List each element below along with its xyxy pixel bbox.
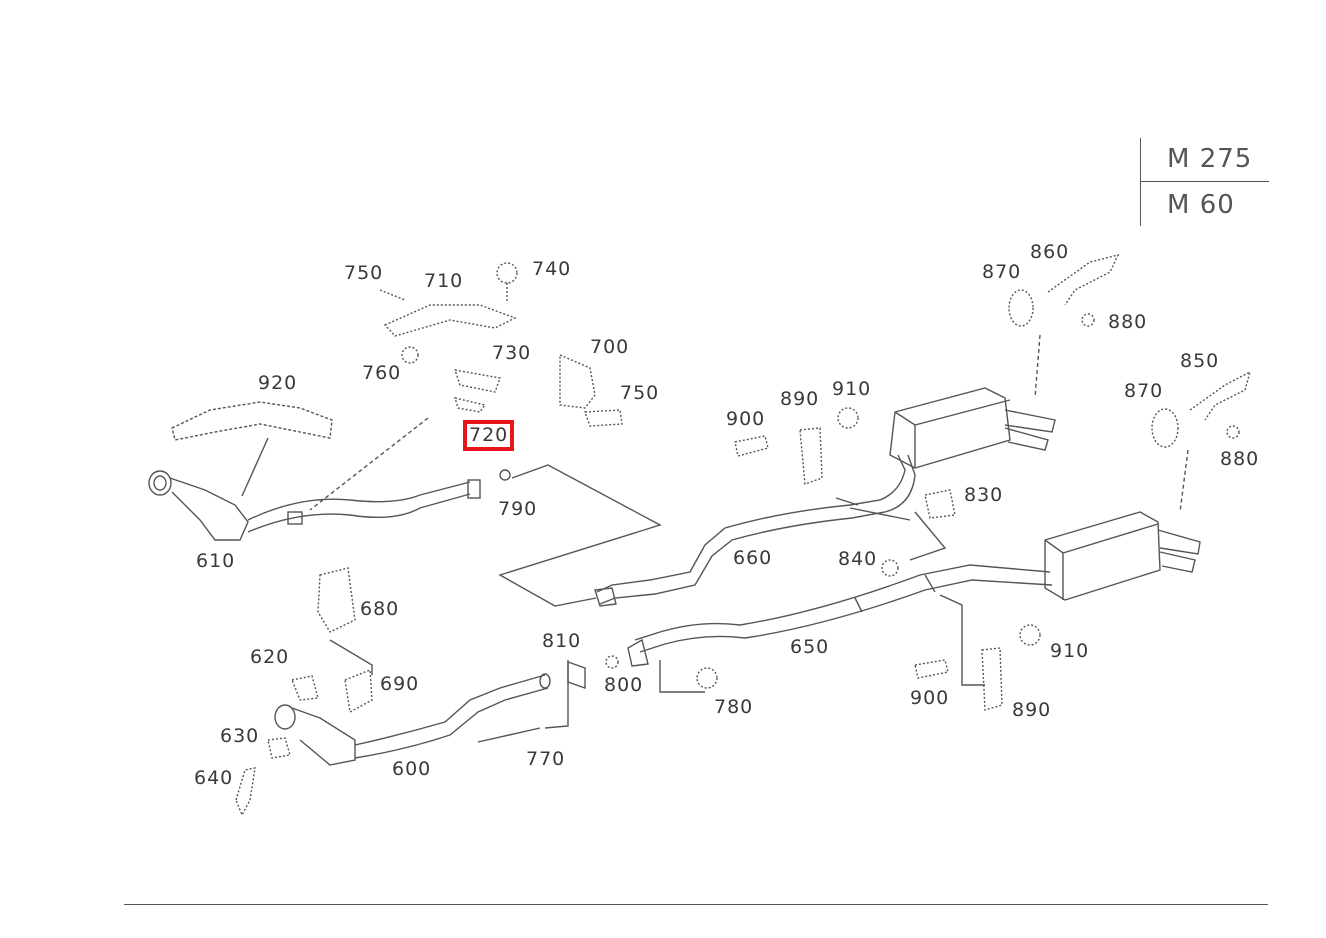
- leader-dashed-1: [309, 417, 429, 511]
- middle-pipe-650: [627, 564, 1053, 667]
- part-label-890[interactable]: 890: [780, 388, 820, 410]
- model-code-secondary: M 60: [1167, 190, 1235, 220]
- part-label-620[interactable]: 620: [250, 646, 290, 668]
- middle-pipe-660: [594, 454, 916, 607]
- part-790-ring: [499, 469, 511, 481]
- part-label-910-b[interactable]: 910: [1050, 640, 1090, 662]
- part-label-640[interactable]: 640: [194, 767, 234, 789]
- part-label-880-b[interactable]: 880: [1220, 448, 1260, 470]
- part-label-770[interactable]: 770: [526, 748, 566, 770]
- part-label-750[interactable]: 750: [344, 262, 384, 284]
- part-label-920[interactable]: 920: [258, 372, 298, 394]
- leader-790: [498, 464, 662, 607]
- part-label-900[interactable]: 900: [726, 408, 766, 430]
- part-label-710[interactable]: 710: [424, 270, 464, 292]
- part-label-840[interactable]: 840: [838, 548, 878, 570]
- model-code-primary: M 275: [1141, 144, 1269, 182]
- hanger-group-upper: [734, 253, 1252, 711]
- part-label-780[interactable]: 780: [714, 696, 754, 718]
- part-label-850[interactable]: 850: [1180, 350, 1220, 372]
- rear-muffler-right: [1044, 511, 1201, 601]
- part-label-790[interactable]: 790: [498, 498, 538, 520]
- part-label-750-b[interactable]: 750: [620, 382, 660, 404]
- leader-830: [909, 511, 947, 561]
- part-label-740[interactable]: 740: [532, 258, 572, 280]
- part-label-880[interactable]: 880: [1108, 311, 1148, 333]
- part-label-730[interactable]: 730: [492, 342, 532, 364]
- part-label-910[interactable]: 910: [832, 378, 872, 400]
- part-label-650[interactable]: 650: [790, 636, 830, 658]
- part-label-680[interactable]: 680: [360, 598, 400, 620]
- model-title-block: M 275 M 60: [1140, 138, 1269, 226]
- leader-850: [1179, 449, 1189, 513]
- part-label-830[interactable]: 830: [964, 484, 1004, 506]
- part-label-610[interactable]: 610: [196, 550, 236, 572]
- part-label-890-b[interactable]: 890: [1012, 699, 1052, 721]
- part-label-700[interactable]: 700: [590, 336, 630, 358]
- leader-920: [241, 437, 269, 497]
- part-label-600[interactable]: 600: [392, 758, 432, 780]
- leader-890b: [939, 594, 985, 686]
- leader-770: [544, 660, 569, 729]
- footer-rule: [124, 904, 1268, 905]
- part-label-630[interactable]: 630: [220, 725, 260, 747]
- front-pipe-upper: [148, 470, 481, 541]
- part-label-800[interactable]: 800: [604, 674, 644, 696]
- bracket-group-upper: [379, 262, 623, 427]
- heat-shield-920: [171, 401, 333, 441]
- part-label-720-selected[interactable]: 720: [462, 420, 515, 451]
- part-label-870-b[interactable]: 870: [1124, 380, 1164, 402]
- part-label-870[interactable]: 870: [982, 261, 1022, 283]
- part-label-690[interactable]: 690: [380, 673, 420, 695]
- part-label-810[interactable]: 810: [542, 630, 582, 652]
- front-pipe-lower: [274, 661, 586, 766]
- bracket-and-bolts: [235, 567, 718, 817]
- leader-690: [329, 639, 373, 675]
- part-label-760[interactable]: 760: [362, 362, 402, 384]
- part-label-860[interactable]: 860: [1030, 241, 1070, 263]
- part-label-900-b[interactable]: 900: [910, 687, 950, 709]
- rear-muffler-left: [889, 387, 1056, 469]
- part-label-660[interactable]: 660: [733, 547, 773, 569]
- leader-780: [659, 660, 705, 693]
- leader-860: [1034, 334, 1041, 399]
